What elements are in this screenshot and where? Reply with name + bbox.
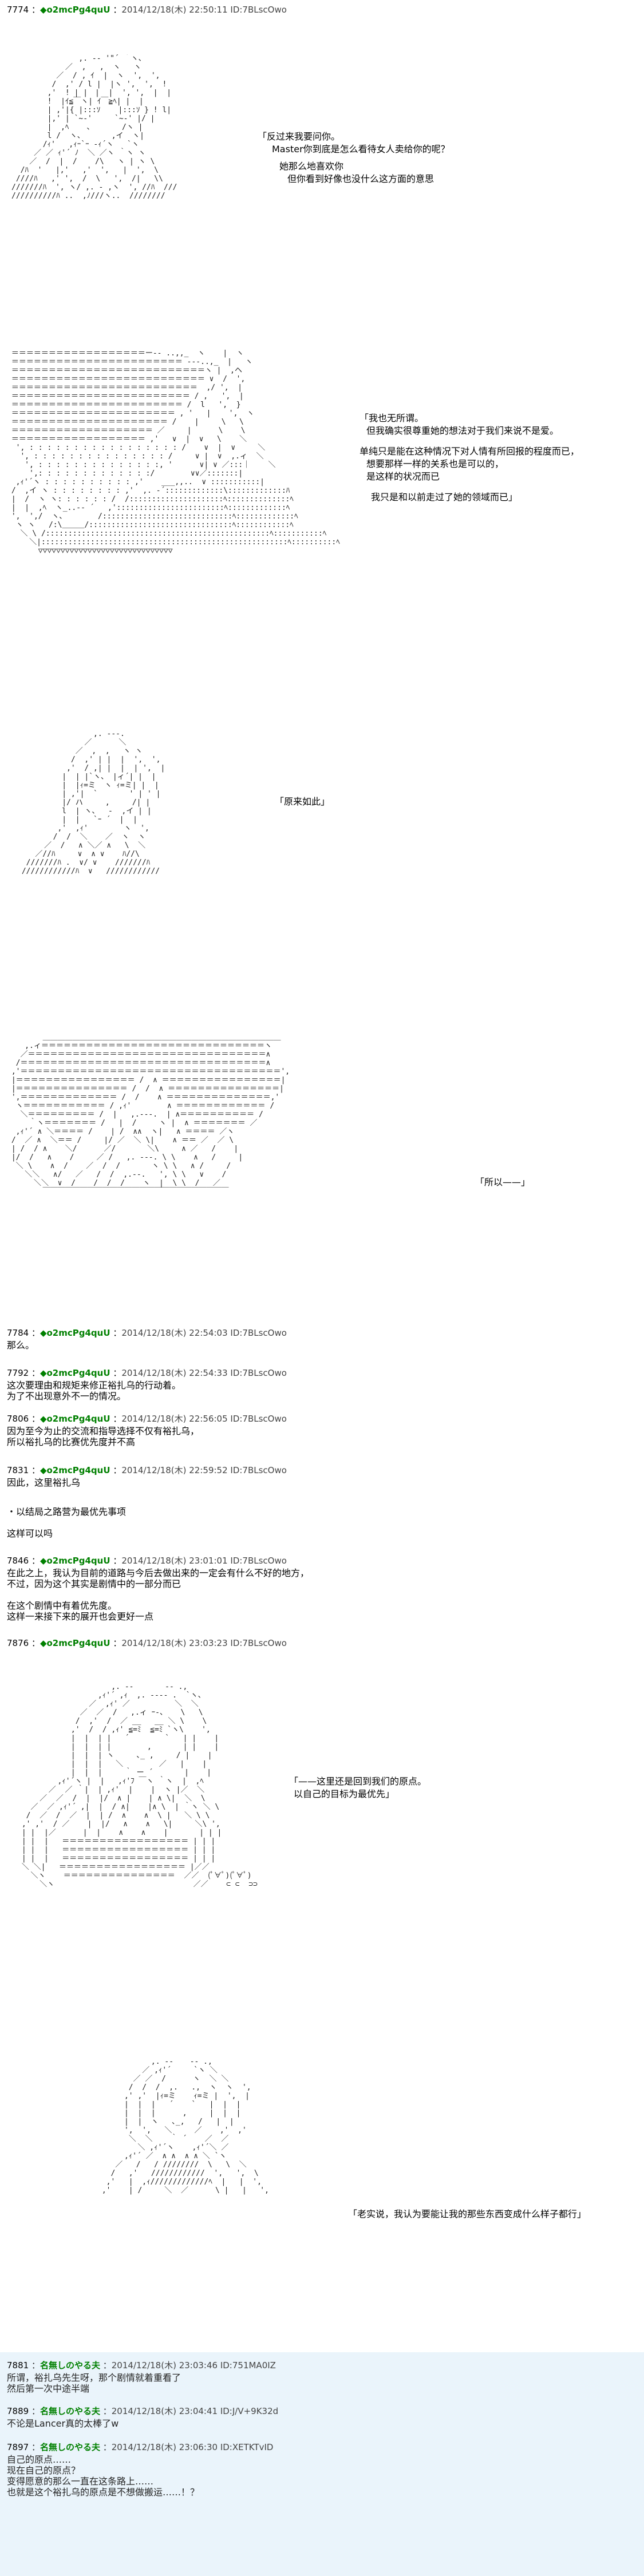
post-header: 7897 ：名無しのやる夫 ：2014/12/18(木) 23:06:30 ID… xyxy=(7,2442,274,2452)
dialogue-line: 「原来如此」 xyxy=(275,796,330,807)
ascii-art-figure: ,. -‐ '"´ ｀ヽ、 ／ , , ヽ ヽ ／ / , ｲ | ヽ ', '… xyxy=(11,54,177,200)
post-header: 7889 ：名無しのやる夫 ：2014/12/18(木) 23:04:41 ID… xyxy=(7,2406,279,2416)
post-datetime: 2014/12/18(木) 23:04:41 ID:J/V+9K32d xyxy=(111,2406,279,2416)
post-line: 因为至今为止的交流和指导选择不仅有裕扎乌， xyxy=(7,1426,200,1437)
post-datetime: 2014/12/18(木) 23:06:30 ID:XETKTvID xyxy=(111,2442,274,2452)
post-number: 7846 xyxy=(7,1556,29,1566)
dialogue-line: 她那么地喜欢你 xyxy=(279,161,344,172)
post-line: 所以裕扎乌的比赛优先度并不高 xyxy=(7,1437,136,1447)
dialogue-line: 「所以——」 xyxy=(475,1177,531,1188)
post-datetime: 2014/12/18(木) 22:54:33 ID:7BLscOwo xyxy=(121,1368,287,1378)
post-line: ・以结局之路营为最优先事项 xyxy=(7,1506,127,1517)
post-line: 自己的原点…… xyxy=(7,2454,72,2465)
dialogue-block: 「老实说，我认为要能让我的那些东西变成什么样子都行」 xyxy=(348,2208,586,2221)
post-number: 7881 xyxy=(7,2360,29,2371)
post-datetime: 2014/12/18(木) 23:03:46 ID:751MA0IZ xyxy=(111,2360,276,2371)
poster-name: ◆o2mcPg4quU xyxy=(39,1328,110,1338)
post-header: 7792 ：◆o2mcPg4quU ：2014/12/18(木) 22:54:3… xyxy=(7,1368,287,1378)
post-datetime: 2014/12/18(木) 22:50:11 ID:7BLscOwo xyxy=(121,5,287,15)
post-number: 7876 xyxy=(7,1638,29,1648)
dialogue-line: 是这样的状况而已 xyxy=(366,471,440,482)
post-line: 为了不出现意外不一的情况。 xyxy=(7,1391,127,1402)
post-line: 然后第一次中途半端 xyxy=(7,2383,90,2394)
post-header: 7806 ：◆o2mcPg4quU ：2014/12/18(木) 22:56:0… xyxy=(7,1414,287,1424)
dialogue-block: 「——这里还是回到我们的原点。 以自己的目标为最优先」 xyxy=(289,1775,426,1801)
post-number: 7806 xyxy=(7,1414,29,1424)
post-header: 7784 ：◆o2mcPg4quU ：2014/12/18(木) 22:54:0… xyxy=(7,1328,287,1338)
post-line: 这次要理由和规矩来修正裕扎乌的行动着。 xyxy=(7,1380,181,1391)
poster-name: 名無しのやる夫 xyxy=(39,2442,100,2452)
post-number: 7897 xyxy=(7,2442,29,2452)
ascii-art-figure: ,. -‐ ￣￣￣ ‐- ., ,ｨ'´ ,ｨ ,. ---- . `ヽ、 ／ … xyxy=(21,1683,258,1889)
dialogue-line: 想要那样一样的关系也是可以的， xyxy=(366,458,504,469)
dialogue-line: 「——这里还是回到我们的原点。 xyxy=(289,1776,427,1787)
dialogue-line: 「老实说，我认为要能让我的那些东西变成什么样子都行」 xyxy=(348,2209,587,2219)
dialogue-block: 「反过来我要问你。 Master你到底是怎么看待女人卖给你的呢？ 她那么地喜欢你… xyxy=(258,130,450,185)
dialogue-line: 「反过来我要问你。 xyxy=(258,131,341,142)
dialogue-line: 但我确实很尊重她的想法对于我们来说不是爱。 xyxy=(366,425,559,436)
poster-name: 名無しのやる夫 xyxy=(39,2406,100,2416)
poster-name: ◆o2mcPg4quU xyxy=(39,1556,110,1566)
post-line: 那么。 xyxy=(7,1340,35,1351)
post-line: 变得愿意的那么一直在这条路上…… xyxy=(7,2476,154,2487)
dialogue-block: 「原来如此」 xyxy=(275,796,330,808)
post-number: 7889 xyxy=(7,2406,29,2416)
dialogue-line: Master你到底是怎么看待女人卖给你的呢？ xyxy=(272,144,450,155)
post-header: 7831 ：◆o2mcPg4quU ：2014/12/18(木) 22:59:5… xyxy=(7,1465,287,1475)
post-datetime: 2014/12/18(木) 23:01:01 ID:7BLscOwo xyxy=(121,1556,287,1566)
post-datetime: 2014/12/18(木) 22:54:03 ID:7BLscOwo xyxy=(121,1328,287,1338)
dialogue-line: 但你看到好像也没什么这方面的意思 xyxy=(287,173,434,184)
post-header: 7774 ：◆o2mcPg4quU ：2014/12/18(木) 22:50:1… xyxy=(7,5,287,15)
post-number: 7792 xyxy=(7,1368,29,1378)
dialogue-block: 「所以——」 xyxy=(475,1176,530,1189)
post-line: 现在自己的原点？ xyxy=(7,2465,81,2476)
post-line: 也就是这个裕扎乌的原点是不想做搬运……！？ xyxy=(7,2487,200,2498)
poster-name: ◆o2mcPg4quU xyxy=(39,1638,110,1648)
poster-name: ◆o2mcPg4quU xyxy=(39,1465,110,1475)
ascii-art-scene: ＿＿＿＿＿＿＿＿＿＿＿＿＿＿＿＿＿＿＿＿＿＿＿＿＿＿＿＿＿＿＿＿ ,.ィ＝＝＝＝… xyxy=(11,1033,290,1196)
ascii-art-figure: ,. -‐ ￣ ‐- ., ／ ,ｨ'´ `ヽ ＼ ／ ／ / ヽ ＼ ＼ / … xyxy=(101,2057,269,2195)
post-line: 所谓，裕扎乌先生呀，那个剧情就着重看了 xyxy=(7,2372,181,2383)
post-number: 7784 xyxy=(7,1328,29,1338)
poster-name: ◆o2mcPg4quU xyxy=(39,1414,110,1424)
dialogue-line: 以自己的目标为最优先」 xyxy=(294,1788,395,1799)
dialogue-block: 「我也无所谓。 但我确实很尊重她的想法对于我们来说不是爱。 单纯只是能在这种情况… xyxy=(359,412,579,504)
post-line: 不过，因为这个其实是剧情中的一部分而已 xyxy=(7,1578,181,1589)
post-header: 7846 ：◆o2mcPg4quU ：2014/12/18(木) 23:01:0… xyxy=(7,1556,287,1566)
responses-section: 7881 ：名無しのやる夫 ：2014/12/18(木) 23:03:46 ID… xyxy=(0,2352,644,2576)
dialogue-line: 单纯只是能在这种情况下对人情有所回报的程度而已， xyxy=(359,446,580,457)
post-number: 7774 xyxy=(7,5,29,15)
post-line: 这样可以吗 xyxy=(7,1528,53,1539)
post-line: 这样一来接下来的展开也会更好一点 xyxy=(7,1611,154,1622)
post-datetime: 2014/12/18(木) 23:03:23 ID:7BLscOwo xyxy=(121,1638,287,1648)
post-line: 在这个剧情中有着优先度。 xyxy=(7,1600,117,1611)
post-datetime: 2014/12/18(木) 22:56:05 ID:7BLscOwo xyxy=(121,1414,287,1424)
poster-name: 名無しのやる夫 xyxy=(39,2360,100,2371)
post-header: 7881 ：名無しのやる夫 ：2014/12/18(木) 23:03:46 ID… xyxy=(7,2360,276,2371)
ascii-art-scene: ＝＝＝＝＝＝＝＝＝＝＝＝＝＝＝＝＝＝ー‐- ..,,_ ヽ | ヽ ＝＝＝＝＝＝… xyxy=(11,349,340,555)
post-datetime: 2014/12/18(木) 22:59:52 ID:7BLscOwo xyxy=(121,1465,287,1475)
post-number: 7831 xyxy=(7,1465,29,1475)
post-header: 7876 ：◆o2mcPg4quU ：2014/12/18(木) 23:03:2… xyxy=(7,1638,287,1648)
poster-name: ◆o2mcPg4quU xyxy=(39,1368,110,1378)
post-line: 在此之上，我认为目前的道路与今后去做出来的一定会有什么不好的地方， xyxy=(7,1568,310,1578)
poster-name: ◆o2mcPg4quU xyxy=(39,5,110,15)
post-line: 不论是Lancer真的太棒了w xyxy=(7,2418,119,2429)
post-line: 因此，这里裕扎乌 xyxy=(7,1477,81,1488)
dialogue-line: 我只是和以前走过了她的领域而已」 xyxy=(371,492,518,502)
dialogue-line: 「我也无所谓。 xyxy=(359,413,424,424)
ascii-art-figure: ,. -‐-. ／ ＼ ／ , , ヽ ヽ / ,' | | | ', ', ,… xyxy=(21,730,165,876)
